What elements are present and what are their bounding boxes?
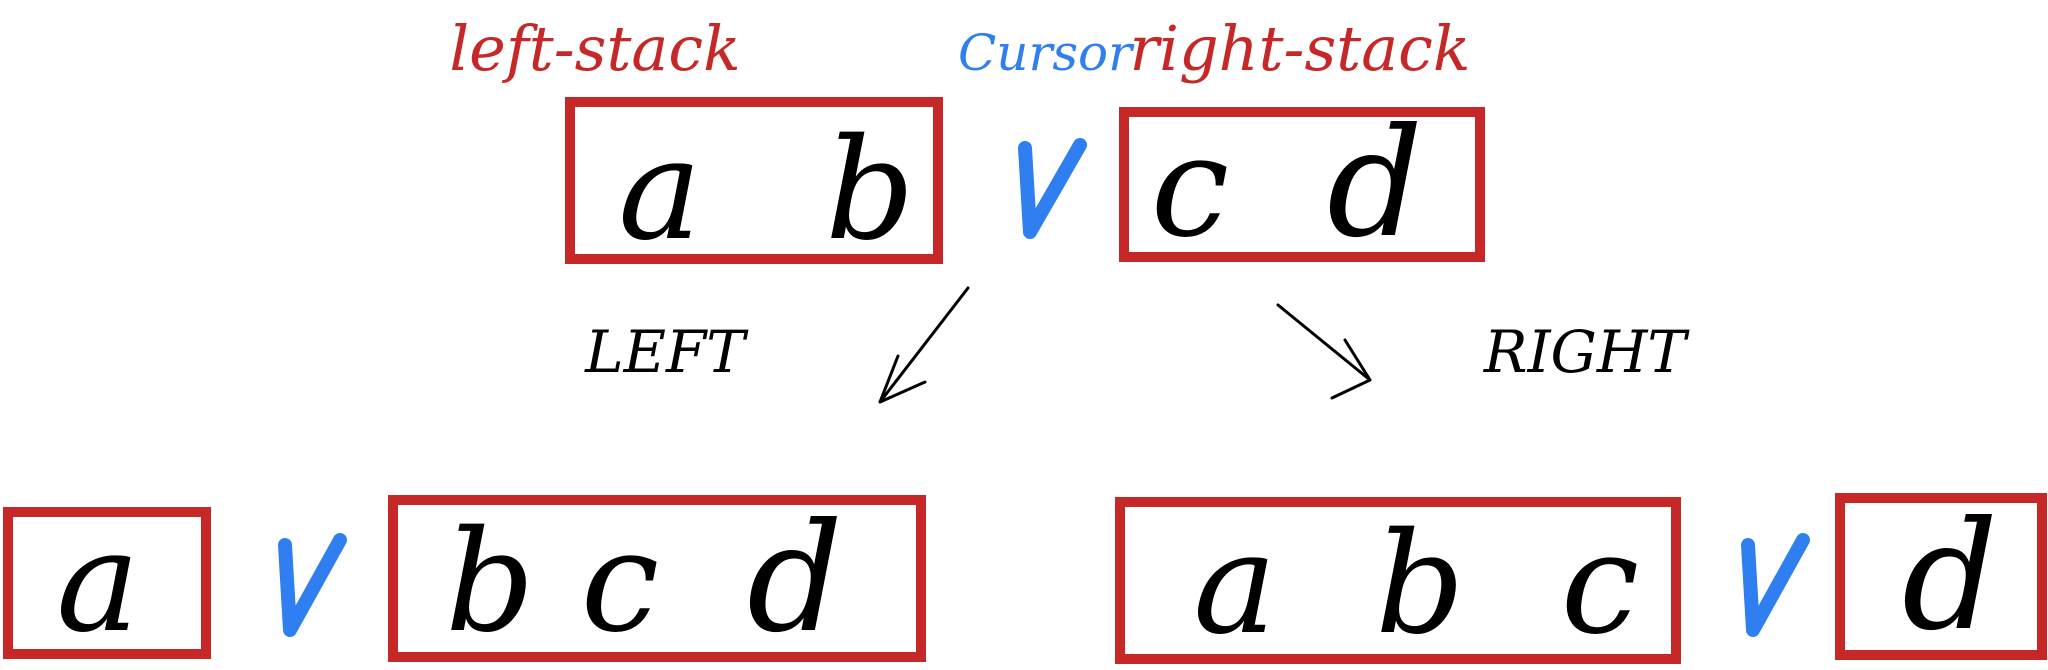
top-left-item-a: a (618, 109, 701, 272)
bl-left-item-a: a (56, 501, 139, 664)
br-cursor-mark (1741, 533, 1810, 637)
bl-left-stack-box (3, 507, 211, 659)
bl-cursor-mark (278, 533, 347, 637)
left-op-label: LEFT (584, 318, 749, 386)
left-stack-label: left-stack (449, 12, 740, 85)
top-right-item-c: c (1151, 106, 1229, 269)
right-op-label: RIGHT (1483, 318, 1690, 386)
right-stack-label: right-stack (1130, 12, 1471, 85)
br-right-stack-box (1835, 493, 2047, 660)
top-left-stack-box (565, 97, 943, 264)
top-right-stack-box (1119, 107, 1485, 262)
br-left-item-b: b (1375, 503, 1465, 666)
bl-right-item-b: b (445, 501, 535, 664)
top-left-item-b: b (825, 109, 915, 272)
top-cursor-mark (1018, 138, 1087, 239)
top-right-item-d: d (1327, 97, 1423, 271)
br-left-item-a: a (1193, 503, 1276, 666)
br-right-item-d: d (1902, 490, 1998, 664)
left-op-arrow (878, 286, 970, 404)
cursor-label: Cursor (958, 24, 1135, 82)
br-left-stack-box (1115, 497, 1681, 664)
bl-right-item-c: c (581, 501, 659, 664)
right-op-arrow (1276, 303, 1372, 400)
br-left-item-c: c (1561, 503, 1639, 666)
bl-right-stack-box (388, 495, 926, 662)
bl-right-item-d: d (747, 492, 843, 666)
